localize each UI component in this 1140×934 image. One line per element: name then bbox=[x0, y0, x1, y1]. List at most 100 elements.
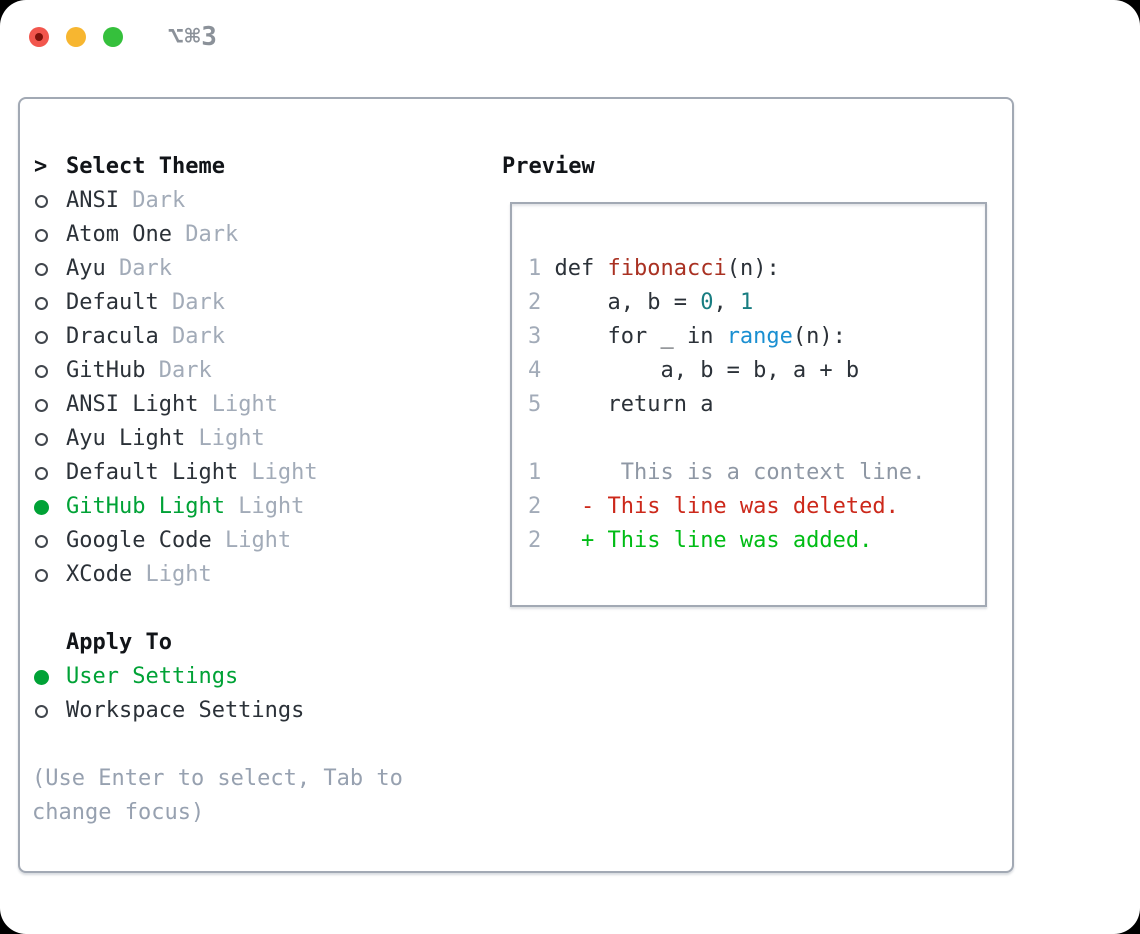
minimize-button[interactable] bbox=[66, 27, 86, 47]
line-number: 2 bbox=[528, 494, 542, 519]
code-line-3: 3 for _ in range(n): bbox=[528, 320, 985, 354]
zoom-button[interactable] bbox=[103, 27, 123, 47]
theme-option-google-code[interactable]: Google Code Light bbox=[32, 524, 492, 558]
theme-option-default[interactable]: Default Dark bbox=[32, 286, 492, 320]
theme-option-dracula[interactable]: Dracula Dark bbox=[32, 320, 492, 354]
preview-title: Preview bbox=[502, 154, 595, 179]
titlebar: ⌥⌘3 bbox=[0, 0, 1140, 74]
option-label: Workspace Settings bbox=[66, 698, 305, 723]
option-label: Ayu bbox=[66, 256, 106, 281]
option-variant-label: Light bbox=[132, 562, 212, 587]
code-token: a, b = bbox=[541, 290, 701, 315]
option-label: Dracula bbox=[66, 324, 159, 349]
radio-icon bbox=[35, 398, 48, 412]
radio-icon bbox=[35, 330, 48, 344]
select-theme-title: Select Theme bbox=[66, 154, 225, 179]
code-token: - This line was deleted. bbox=[541, 494, 899, 519]
option-label: User Settings bbox=[66, 664, 239, 689]
radio-icon bbox=[35, 364, 48, 378]
apply-to-header: Apply To bbox=[32, 626, 492, 660]
apply-option-user-settings[interactable]: User Settings bbox=[32, 660, 492, 694]
option-label: GitHub bbox=[66, 358, 146, 383]
line-number: 3 bbox=[528, 324, 542, 349]
apply-to-title: Apply To bbox=[66, 630, 172, 655]
theme-option-github-light[interactable]: GitHub Light Light bbox=[32, 490, 492, 524]
theme-option-ansi-light[interactable]: ANSI Light Light bbox=[32, 388, 492, 422]
option-label: Ayu Light bbox=[66, 426, 186, 451]
line-number: 2 bbox=[528, 528, 542, 553]
option-label: Atom One bbox=[66, 222, 172, 247]
radio-icon bbox=[35, 296, 48, 310]
code-token: 0 bbox=[700, 290, 714, 315]
code-token: fibonacci bbox=[607, 256, 727, 281]
spacer bbox=[32, 728, 492, 762]
close-button[interactable] bbox=[29, 27, 49, 47]
line-number: 2 bbox=[528, 290, 542, 315]
code-token: This is a context line. bbox=[541, 460, 926, 485]
option-variant-label: Dark bbox=[105, 256, 172, 281]
code-line-5: 5 return a bbox=[528, 388, 985, 422]
radio-selected-icon bbox=[34, 499, 49, 515]
traffic-lights bbox=[29, 27, 123, 47]
theme-option-xcode[interactable]: XCode Light bbox=[32, 558, 492, 592]
theme-option-ayu-light[interactable]: Ayu Light Light bbox=[32, 422, 492, 456]
select-theme-header: > Select Theme bbox=[32, 150, 492, 184]
option-variant-label: Light bbox=[211, 528, 292, 553]
radio-icon bbox=[35, 262, 48, 276]
code-line-8: 2 - This line was deleted. bbox=[528, 490, 985, 524]
option-variant-label: Dark bbox=[158, 290, 225, 315]
code-token: for _ in bbox=[541, 324, 727, 349]
hint-text-line-2: change focus) bbox=[32, 800, 205, 825]
option-label: ANSI Light bbox=[66, 392, 199, 417]
radio-icon bbox=[35, 228, 48, 242]
code-line-9: 2 + This line was added. bbox=[528, 524, 985, 558]
option-label: GitHub Light bbox=[66, 494, 225, 519]
radio-icon bbox=[35, 466, 48, 480]
window-title: ⌥⌘3 bbox=[168, 22, 218, 52]
code-token: + This line was added. bbox=[541, 528, 873, 553]
radio-icon bbox=[35, 704, 48, 718]
code-line-2: 2 a, b = 0, 1 bbox=[528, 286, 985, 320]
line-number: 1 bbox=[528, 256, 542, 281]
radio-icon bbox=[35, 568, 48, 582]
line-number: 4 bbox=[528, 358, 542, 383]
code-token: return a bbox=[541, 392, 714, 417]
code-line-1: 1 def fibonacci(n): bbox=[528, 252, 985, 286]
code-line-4: 4 a, b = b, a + b bbox=[528, 354, 985, 388]
option-variant-label: Light bbox=[238, 460, 318, 485]
hint-text-line-1: (Use Enter to select, Tab to bbox=[32, 766, 403, 791]
option-variant-label: Light bbox=[185, 426, 265, 451]
radio-icon bbox=[35, 432, 48, 446]
code-token: a, b = b, a + b bbox=[541, 358, 860, 383]
radio-icon bbox=[35, 194, 48, 208]
code-token: (n): bbox=[792, 324, 846, 349]
code-line-7: 1 This is a context line. bbox=[528, 456, 985, 490]
theme-option-ansi[interactable]: ANSI Dark bbox=[32, 184, 492, 218]
option-label: ANSI bbox=[66, 188, 119, 213]
theme-option-default-light[interactable]: Default Light Light bbox=[32, 456, 492, 490]
code-token: , bbox=[713, 290, 740, 315]
line-number: 1 bbox=[528, 460, 542, 485]
option-variant-label: Light bbox=[224, 494, 305, 519]
theme-option-atom-one[interactable]: Atom One Dark bbox=[32, 218, 492, 252]
code-blank-line bbox=[528, 422, 985, 456]
cursor-prefix: > bbox=[34, 154, 48, 179]
option-variant-label: Dark bbox=[145, 358, 212, 383]
theme-option-github[interactable]: GitHub Dark bbox=[32, 354, 492, 388]
option-variant-label: Light bbox=[198, 392, 278, 417]
apply-option-workspace-settings[interactable]: Workspace Settings bbox=[32, 694, 492, 728]
option-variant-label: Dark bbox=[171, 222, 239, 247]
option-label: Default bbox=[66, 290, 159, 315]
option-variant-label: Dark bbox=[158, 324, 225, 349]
option-label: XCode bbox=[66, 562, 133, 587]
code-token: 1 bbox=[739, 290, 754, 315]
close-dot-icon bbox=[35, 33, 43, 41]
theme-option-ayu[interactable]: Ayu Dark bbox=[32, 252, 492, 286]
line-number: 5 bbox=[528, 392, 542, 417]
